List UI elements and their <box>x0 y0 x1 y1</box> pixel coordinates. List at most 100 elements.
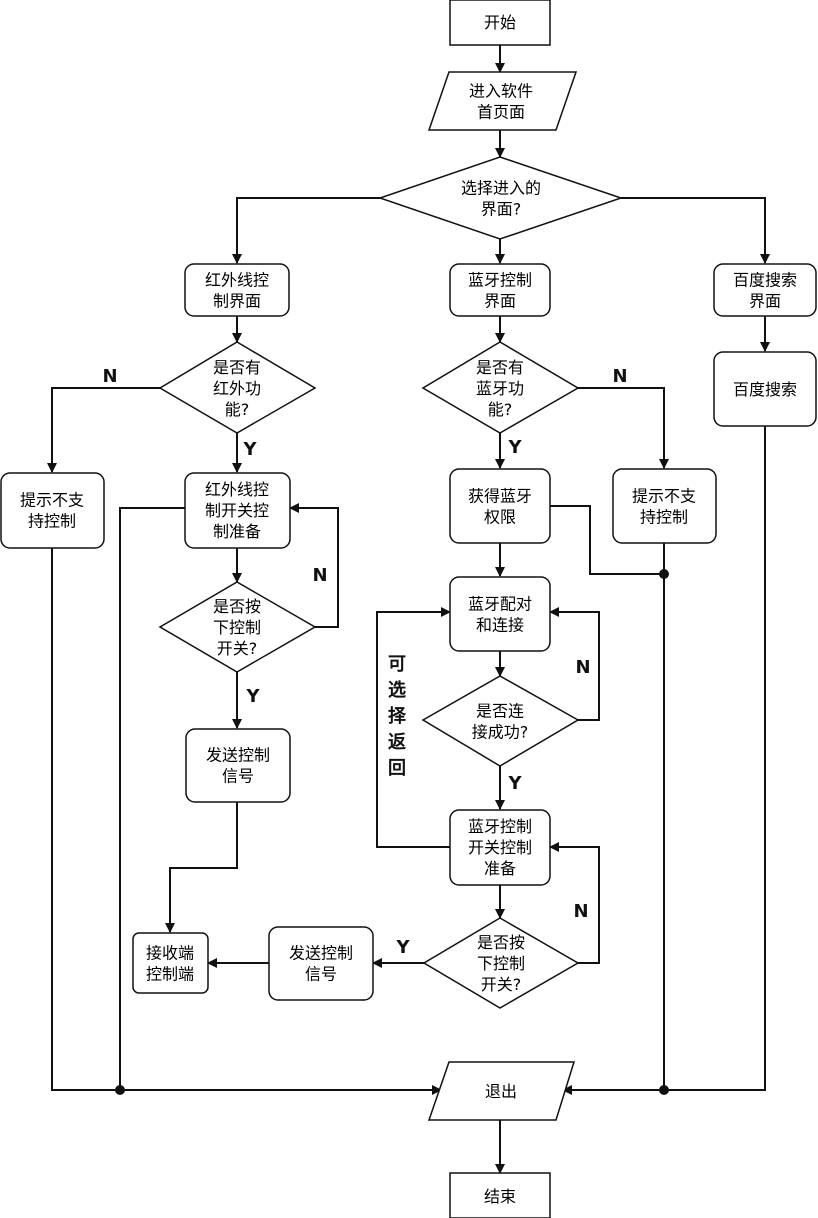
irpress-label: 是否按下控制开关? <box>213 597 261 658</box>
optional-return-char: 可 <box>388 654 406 675</box>
ir_interface-line: 红外线控 <box>205 271 269 290</box>
ir-interface-label: 红外线控制界面 <box>205 271 269 311</box>
edge-connect-no <box>549 607 600 721</box>
bt_send_signal-line: 信号 <box>305 965 337 984</box>
receiver-line: 接收端 <box>146 944 194 963</box>
irpress-diamond <box>158 581 317 673</box>
optional-return-char: 返 <box>388 732 406 753</box>
baidu-interface-label: 百度搜索界面 <box>733 271 797 311</box>
bt_switch_ready-line: 开关控制 <box>468 838 532 857</box>
bt-interface-box <box>449 263 551 317</box>
hasbt-label: 是否有蓝牙功能? <box>476 358 524 419</box>
junction-dot <box>659 1085 669 1095</box>
receiver-line: 控制端 <box>146 965 194 984</box>
start-line: 开始 <box>484 13 516 32</box>
bt-switch-ready-label: 蓝牙控制开关控制准备 <box>468 817 532 878</box>
junctions <box>115 569 669 1095</box>
baidu_interface-line: 界面 <box>749 292 781 311</box>
junction-dot <box>115 1085 125 1095</box>
pair-connect-box <box>449 576 551 652</box>
ir-yes-label: Y <box>242 439 257 460</box>
start-label: 开始 <box>484 13 516 32</box>
enter-home-parallelogram <box>427 71 578 131</box>
ir-switch-ready-label: 红外线控制开关控制准备 <box>205 480 269 541</box>
edge-baidu-exit <box>562 426 766 1095</box>
exit-label: 退出 <box>485 1082 517 1101</box>
hasir-label: 是否有红外功能? <box>213 358 261 419</box>
bt_not_supported-line: 提示不支 <box>632 487 696 506</box>
choose-label: 选择进入的界面? <box>461 179 541 219</box>
receiver-box <box>132 932 209 994</box>
connect_success-line: 是否连 <box>476 702 524 721</box>
ir_switch_pressed-line: 下控制 <box>213 618 261 637</box>
receiver-label: 接收端控制端 <box>146 944 194 984</box>
bt_send_signal-line: 发送控制 <box>289 944 353 963</box>
edge-irsend-receiver <box>165 802 238 933</box>
ir_switch_ready-line: 红外线控 <box>205 480 269 499</box>
end-line: 结束 <box>484 1187 516 1206</box>
edge-irready-exit <box>119 507 442 1095</box>
junction-dot <box>659 569 669 579</box>
edge-irnot-exit <box>51 548 120 1091</box>
edge-choose-baidu <box>621 197 770 264</box>
connect-label: 是否连接成功? <box>472 702 529 742</box>
bt_switch_pressed-line: 是否按 <box>477 933 525 952</box>
optional-return-char: 择 <box>388 705 407 727</box>
edge-choose-ir <box>232 197 380 264</box>
irpress-no-label: N <box>312 565 327 586</box>
bt-send-box <box>268 926 374 1001</box>
enter_home-line: 首页面 <box>477 103 525 122</box>
baidu-search-box <box>713 351 817 427</box>
edge-hasbt-no <box>578 387 669 469</box>
has_ir-line: 红外功 <box>213 379 261 398</box>
start-box <box>449 0 551 46</box>
edge-btpress-no <box>549 842 600 964</box>
btpress-no-label: N <box>573 901 588 922</box>
has_bt-line: 蓝牙功 <box>476 379 524 398</box>
bt-interface-label: 蓝牙控制界面 <box>468 271 532 311</box>
choose_interface-line: 选择进入的 <box>461 179 541 198</box>
hasir-diamond <box>158 341 317 434</box>
edge-hasir-no <box>47 387 160 473</box>
bt_switch_ready-line: 蓝牙控制 <box>468 817 532 836</box>
ir-switch-ready-box <box>184 472 291 549</box>
enter_home-line: 进入软件 <box>469 82 533 101</box>
bt-send-label: 发送控制信号 <box>289 944 353 984</box>
connect-yes-label: Y <box>507 773 522 794</box>
ir_not_supported-line: 提示不支 <box>20 491 84 510</box>
ir_switch_ready-line: 制开关控 <box>205 501 269 520</box>
ir-not-supported-box <box>0 472 105 549</box>
branch-labels: N Y N Y N Y N Y N Y 可选择返回 <box>102 366 627 958</box>
btpress-label: 是否按下控制开关? <box>477 933 525 994</box>
baidu_search-line: 百度搜索 <box>733 380 797 399</box>
bt_pair_connect-line: 蓝牙配对 <box>468 595 532 614</box>
ir_switch_ready-line: 制准备 <box>213 522 261 541</box>
btpress-yes-label: Y <box>395 937 410 958</box>
get-permission-label: 获得蓝牙权限 <box>468 487 532 527</box>
bt_interface-line: 界面 <box>484 292 516 311</box>
node-texts: 开始 进入软件首页面 选择进入的界面? 红外线控制界面 蓝牙控制界面 百度搜索界… <box>20 13 797 1206</box>
baidu-search-label: 百度搜索 <box>733 380 797 399</box>
choose-diamond <box>377 156 624 240</box>
ir-interface-box <box>184 263 290 317</box>
bt-not-supported-label: 提示不支持控制 <box>632 487 696 527</box>
choose_interface-line: 界面? <box>481 200 522 219</box>
connectors <box>47 45 770 1174</box>
enter-home-label: 进入软件首页面 <box>469 82 533 122</box>
bt_not_supported-line: 持控制 <box>640 508 688 527</box>
bt-yes-label: Y <box>507 437 522 458</box>
optional-return-char: 选 <box>388 680 406 701</box>
get-permission-box <box>449 468 551 544</box>
ir_not_supported-line: 持控制 <box>28 512 76 531</box>
baidu-interface-box <box>713 263 817 317</box>
has_ir-line: 是否有 <box>213 358 261 377</box>
ir-not-supported-label: 提示不支持控制 <box>20 491 84 531</box>
bt-switch-ready-box <box>449 809 551 886</box>
get_bt_permission-line: 获得蓝牙 <box>468 487 532 506</box>
ir-no-label: N <box>102 366 117 387</box>
bt-no-label: N <box>612 366 627 387</box>
connect-diamond <box>421 675 580 767</box>
has_bt-line: 能? <box>488 400 513 419</box>
